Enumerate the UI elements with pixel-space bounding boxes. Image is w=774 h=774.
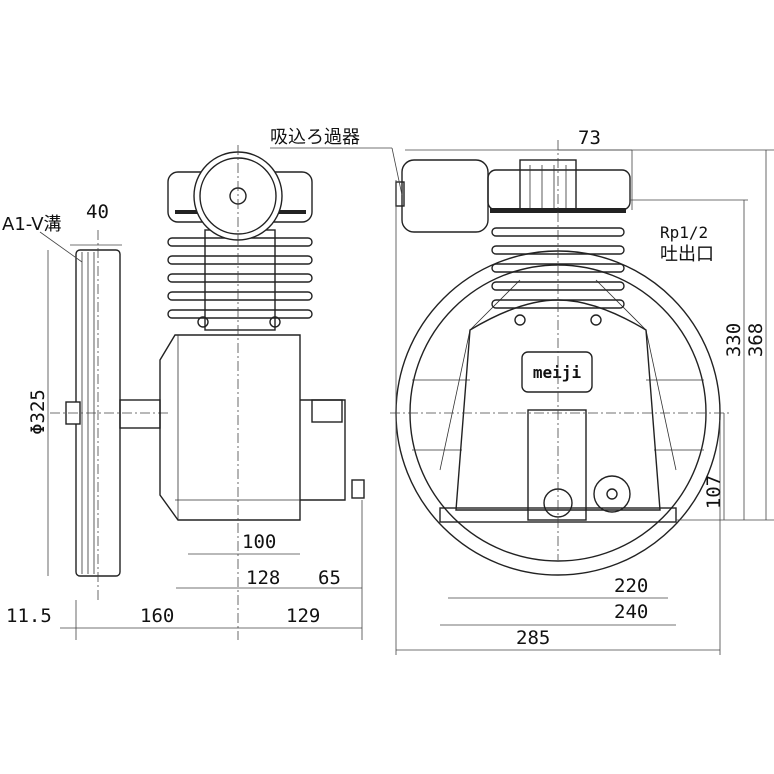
dimension-lines (39, 147, 774, 655)
pulley (50, 230, 170, 600)
front-head (487, 159, 631, 213)
discharge-port-label: 吐出口 (660, 244, 714, 265)
side-view (50, 145, 365, 640)
port-size-label: Rp1/2 (660, 223, 708, 242)
dim-128: 128 (246, 567, 280, 589)
logo-text: meiji (533, 363, 582, 382)
front-view: meiji (390, 140, 730, 576)
dim-285: 285 (516, 627, 550, 649)
dim-368: 368 (745, 323, 767, 357)
dim-11-5: 11.5 (6, 605, 52, 627)
dim-73: 73 (578, 127, 601, 149)
dim-220: 220 (614, 575, 648, 597)
shaft (119, 399, 161, 429)
cylinder-fins (167, 229, 313, 331)
logo-plate: meiji (521, 351, 593, 393)
dimension-labels: 吸込ろ過器 A1-V溝 40 Φ325 100 128 65 11.5 160 … (2, 127, 767, 649)
dim-160: 160 (140, 605, 174, 627)
dim-pulley-diameter: Φ325 (27, 389, 49, 435)
v-groove-label: A1-V溝 (2, 214, 62, 235)
dim-40: 40 (86, 201, 109, 223)
dim-330: 330 (723, 323, 745, 357)
intake-filter (395, 159, 489, 233)
dim-240: 240 (614, 601, 648, 623)
cylinder-head (167, 151, 313, 241)
dim-65: 65 (318, 567, 341, 589)
crankcase (159, 334, 365, 521)
dim-129: 129 (286, 605, 320, 627)
intake-filter-label: 吸込ろ過器 (270, 127, 360, 148)
dim-100: 100 (242, 531, 276, 553)
dim-107: 107 (703, 475, 725, 509)
